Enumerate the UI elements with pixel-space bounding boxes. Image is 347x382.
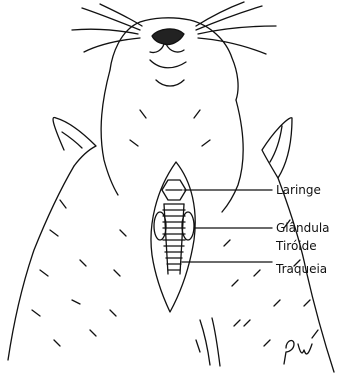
signature-pw — [284, 341, 312, 364]
cat-nose — [152, 29, 184, 45]
whiskers-left — [72, 4, 142, 52]
label-gland-line2: Tiróide — [276, 239, 317, 253]
cat-jaw-left — [101, 70, 118, 195]
trachea-rings — [163, 204, 185, 274]
label-trachea: Traqueia — [276, 262, 327, 276]
cat-body-left — [8, 166, 74, 360]
label-larynx: Laringe — [276, 183, 321, 197]
label-gland-line1: Glândula — [276, 221, 330, 235]
cat-jaw-right — [222, 100, 243, 212]
